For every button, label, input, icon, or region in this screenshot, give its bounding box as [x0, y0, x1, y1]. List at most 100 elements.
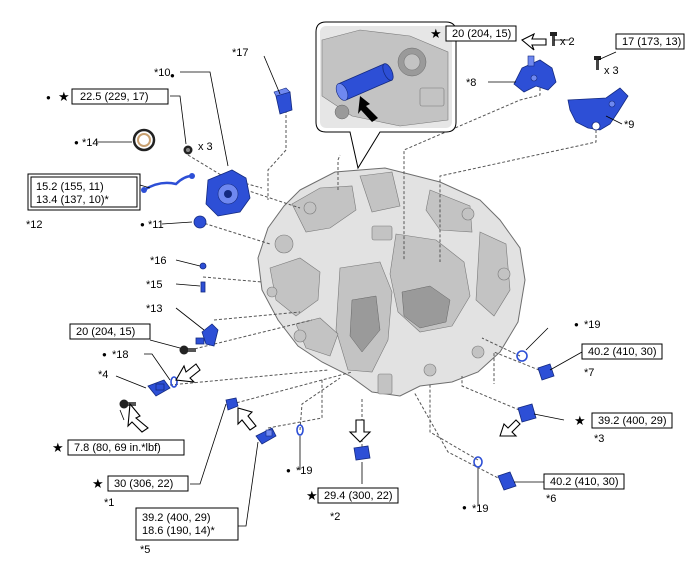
- torque-box-1: [107, 475, 189, 492]
- torque-box-2: [317, 487, 399, 504]
- torque-box-10: [71, 88, 169, 105]
- bolt-icon: [550, 32, 557, 46]
- part-4-switch: [147, 379, 171, 397]
- star-icon: ★: [430, 26, 442, 41]
- callout-label-2: *2: [330, 511, 340, 523]
- hollow-arrow-icon: [499, 419, 521, 437]
- inset-blue-sleeve: [335, 63, 394, 101]
- star-icon: ★: [306, 488, 318, 503]
- callout-label-10: *10: [154, 67, 171, 79]
- inset-pointer-arrow: [358, 96, 378, 122]
- dot-icon: ●: [46, 93, 51, 102]
- torque-value-10: 22.5 (229, 17): [80, 91, 149, 103]
- callout-label-1: *1: [104, 497, 114, 509]
- bolt-icon: [179, 345, 196, 355]
- dot-icon: ●: [74, 138, 79, 147]
- torque-box-5: 39.2 (400, 29) 18.6 (190, 14)*: [135, 507, 239, 541]
- part-1-plug: [225, 397, 239, 411]
- hollow-arrow-icon: [127, 402, 149, 433]
- torque-box-8: [445, 25, 517, 42]
- torque-box-3: [591, 412, 673, 429]
- part-6-plug: [497, 471, 517, 491]
- star-icon: ★: [58, 89, 70, 104]
- callout-label-6: *6: [546, 493, 556, 505]
- part-9-bracket: [567, 87, 629, 131]
- dot-icon: ●: [574, 320, 579, 329]
- part-13-sensor: [195, 323, 219, 347]
- torque-value-2: 29.4 (300, 22): [324, 490, 393, 502]
- part-16: [199, 262, 207, 270]
- part-8-bracket: [513, 55, 557, 93]
- part-2-plug: [353, 445, 371, 461]
- torque-box-12: 15.2 (155, 11) 13.4 (137, 10)*: [27, 173, 141, 211]
- hollow-arrow-icon: [237, 407, 257, 431]
- callout-label-4: *4: [98, 369, 108, 381]
- star-icon: ★: [574, 413, 586, 428]
- torque-value-6: 40.2 (410, 30): [550, 476, 619, 488]
- dot-icon: ●: [140, 220, 145, 229]
- callout-label-15: *15: [146, 279, 163, 291]
- quantity-label-10: x 3: [198, 141, 213, 153]
- part-19-gasket: [516, 350, 528, 362]
- star-icon: ★: [52, 440, 64, 455]
- torque-value-12-b: 13.4 (137, 10)*: [36, 194, 109, 206]
- callout-label-14: *14: [82, 137, 99, 149]
- callout-label-5: *5: [140, 544, 150, 556]
- torque-value-1: 30 (306, 22): [114, 478, 173, 490]
- part-15: [200, 281, 206, 293]
- torque-value-7: 40.2 (410, 30): [588, 346, 657, 358]
- callout-label-13: *13: [146, 303, 163, 315]
- torque-box-7: [581, 343, 663, 360]
- torque-box-13: [69, 323, 151, 340]
- bolt-icon: [119, 399, 136, 409]
- hollow-arrow-icon: [348, 419, 372, 443]
- part-10-release-hub: [205, 169, 251, 217]
- dot-icon: ●: [462, 503, 467, 512]
- part-17-bracket: [273, 87, 293, 115]
- callout-label-16: *16: [150, 255, 167, 267]
- part-11: [193, 215, 207, 229]
- part-14-oil-seal: [132, 128, 156, 152]
- part-18-gasket: [170, 376, 178, 388]
- bolt-icon: [594, 56, 601, 70]
- callout-label-7: *7: [584, 367, 594, 379]
- callout-label-17: *17: [232, 47, 249, 59]
- torque-box-4: [67, 439, 185, 456]
- torque-value-3: 39.2 (400, 29): [598, 415, 667, 427]
- dot-icon: ●: [102, 350, 107, 359]
- dot-icon: ●: [286, 466, 291, 475]
- callout-label-19-a: *19: [296, 465, 313, 477]
- callout-label-12: *12: [26, 219, 43, 231]
- torque-value-9: 17 (173, 13): [622, 36, 681, 48]
- torque-value-12-a: 15.2 (155, 11): [36, 181, 104, 193]
- hollow-arrow-icon: [521, 32, 547, 51]
- quantity-label-9: x 3: [604, 65, 619, 77]
- part-3-plug: [517, 403, 537, 423]
- torque-box-9: [615, 33, 685, 50]
- part-19-gasket: [296, 424, 304, 436]
- part-5-plug: [255, 427, 277, 445]
- part-7-plug: [537, 363, 555, 381]
- torque-value-4: 7.8 (80, 69 in.*lbf): [74, 442, 161, 454]
- leader-lines: [96, 39, 623, 527]
- dot-icon: ●: [170, 71, 175, 80]
- detail-inset: [315, 21, 457, 170]
- bolt-icon: [183, 145, 193, 155]
- star-icon: ★: [92, 476, 104, 491]
- transaxle-housing: [257, 167, 526, 397]
- quantity-label-8: x 2: [560, 36, 575, 48]
- torque-value-5-a: 39.2 (400, 29): [142, 512, 211, 524]
- callout-label-19-b: *19: [584, 319, 601, 331]
- callout-label-9: *9: [624, 119, 634, 131]
- callout-label-11: *11: [148, 219, 164, 231]
- torque-value-8: 20 (204, 15): [452, 28, 511, 40]
- torque-value-13: 20 (204, 15): [76, 326, 135, 338]
- callout-label-8: *8: [466, 77, 476, 89]
- assembly-guide-lines: [169, 78, 597, 481]
- part-12-hose: [141, 173, 195, 193]
- part-19-gasket: [473, 456, 483, 468]
- callout-label-19-c: *19: [472, 503, 489, 515]
- hollow-arrow-icon: [175, 363, 201, 383]
- callout-label-3: *3: [594, 433, 604, 445]
